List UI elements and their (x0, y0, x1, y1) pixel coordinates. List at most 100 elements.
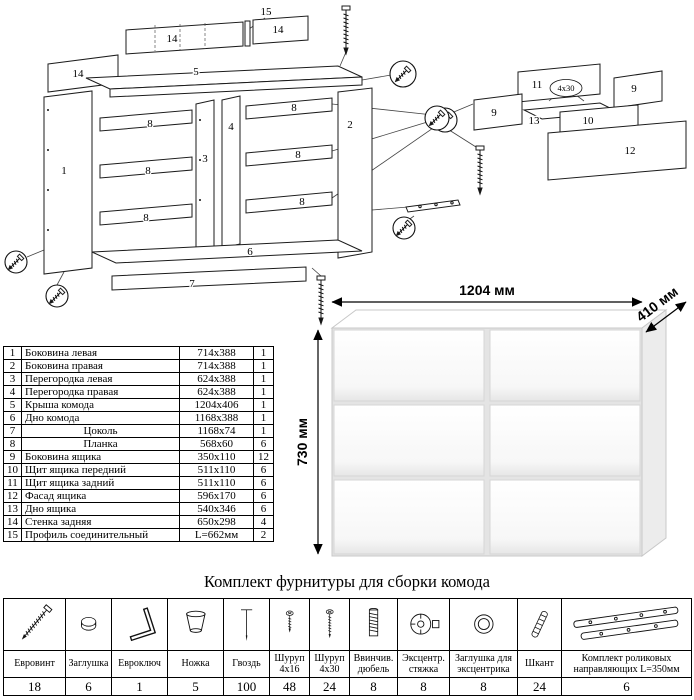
plank-8 (99, 203, 193, 226)
hardware-item-qty: 48 (269, 677, 310, 696)
hardware-item-qty: 24 (517, 677, 562, 696)
part-label-14: 14 (73, 68, 85, 80)
height-dimension-label: 730 мм (294, 418, 310, 466)
part-label-6: 6 (247, 246, 253, 258)
plank-8 (245, 191, 333, 214)
hardware-item-qty: 6 (65, 677, 112, 696)
dresser-top-face (330, 309, 668, 329)
part-size: 714x388 (179, 359, 254, 373)
part-size: 568x60 (179, 437, 254, 451)
part-qty: 6 (253, 437, 274, 451)
part-label-1: 1 (61, 165, 67, 177)
part-label-2: 2 (347, 119, 353, 131)
part-label-8: 8 (147, 118, 153, 130)
part-number: 10 (3, 463, 22, 477)
part-qty: 6 (253, 489, 274, 503)
hardware-icon-cell (269, 598, 310, 651)
part-number: 1 (3, 346, 22, 360)
part-name: Дно комода (21, 411, 180, 425)
hardware-icon-cell (397, 598, 450, 651)
dresser-side-face (641, 309, 667, 557)
screw-icon (475, 145, 485, 195)
euro-screw-icon (21, 603, 53, 640)
part-number: 11 (3, 476, 22, 490)
part-number: 14 (3, 515, 22, 529)
part-label-8: 8 (291, 102, 297, 114)
part-number: 6 (3, 411, 22, 425)
part-size: 540x346 (179, 502, 254, 516)
plinth-7 (111, 266, 307, 291)
part-label-3: 3 (202, 153, 208, 165)
hardware-item-name: Заглушка (65, 650, 112, 678)
hardware-item-qty: 8 (349, 677, 398, 696)
plank-8 (99, 156, 193, 179)
wooden-dowel-icon (531, 610, 548, 637)
part-number: 3 (3, 372, 22, 386)
dresser-body (330, 309, 668, 557)
hex-key-icon (129, 606, 156, 641)
part-number: 4 (3, 385, 22, 399)
drawer-slides-icon (572, 606, 678, 640)
part-number: 7 (3, 424, 22, 438)
part-name: Боковина ящика (21, 450, 180, 464)
part-name: Фасад ящика (21, 489, 180, 503)
leg-icon (185, 610, 206, 633)
hardware-item-qty: 18 (3, 677, 66, 696)
nail-icon (240, 608, 253, 641)
part-name: Боковина правая (21, 359, 180, 373)
part-label-12: 12 (625, 145, 636, 157)
plank-8 (245, 144, 333, 167)
part-size: 596x170 (179, 489, 254, 503)
hardware-item-name: Гвоздь (223, 650, 270, 678)
part-name: Цоколь (21, 424, 180, 438)
hardware-table: Евровинт Заглушка Евроключ Ножка Гвоздь … (3, 598, 692, 696)
side-panel-right-2 (337, 87, 373, 259)
hardware-item-qty: 5 (167, 677, 224, 696)
exploded-assembly-diagram: 15 14 14 14 5 1 3 4 8 8 8 8 8 8 2 6 7 11… (4, 5, 687, 325)
part-qty: 1 (253, 359, 274, 373)
hardware-qty-row: 18 6 1 5 100 48 24 8 8 8 24 6 (3, 677, 692, 696)
part-qty: 12 (253, 450, 274, 464)
hardware-callouts (4, 60, 461, 308)
part-qty: 1 (253, 385, 274, 399)
hardware-item-name: Шкант (517, 650, 562, 678)
cap-icon (80, 616, 97, 631)
part-name: Стенка задняя (21, 515, 180, 529)
part-name: Планка (21, 437, 180, 451)
part-label-9: 9 (491, 107, 497, 119)
hardware-icon-cell (309, 598, 350, 651)
drawer-front (333, 329, 485, 402)
part-size: 624x388 (179, 372, 254, 386)
part-name: Перегородка правая (21, 385, 180, 399)
drawer-side-left-9 (473, 93, 523, 131)
drawer-front (333, 404, 485, 477)
part-size: 511x110 (179, 463, 254, 477)
part-qty: 1 (253, 424, 274, 438)
depth-dimension-arrow (645, 301, 687, 333)
part-qty: 4 (253, 515, 274, 529)
part-label-8: 8 (299, 196, 305, 208)
part-label-8: 8 (145, 165, 151, 177)
screw-in-dowel-icon (368, 607, 379, 636)
screw-icon (341, 5, 351, 55)
hardware-item-name: Евровинт (3, 650, 66, 678)
hardware-item-name: Эксцентр. стяжка (397, 650, 450, 678)
hardware-item-qty: 24 (309, 677, 350, 696)
part-name: Щит ящика передний (21, 463, 180, 477)
part-label-15: 15 (261, 6, 273, 18)
drawer-front (489, 404, 641, 477)
part-size: 650x298 (179, 515, 254, 529)
cam-lock-icon (410, 613, 440, 635)
hardware-icon-cell (3, 598, 66, 651)
